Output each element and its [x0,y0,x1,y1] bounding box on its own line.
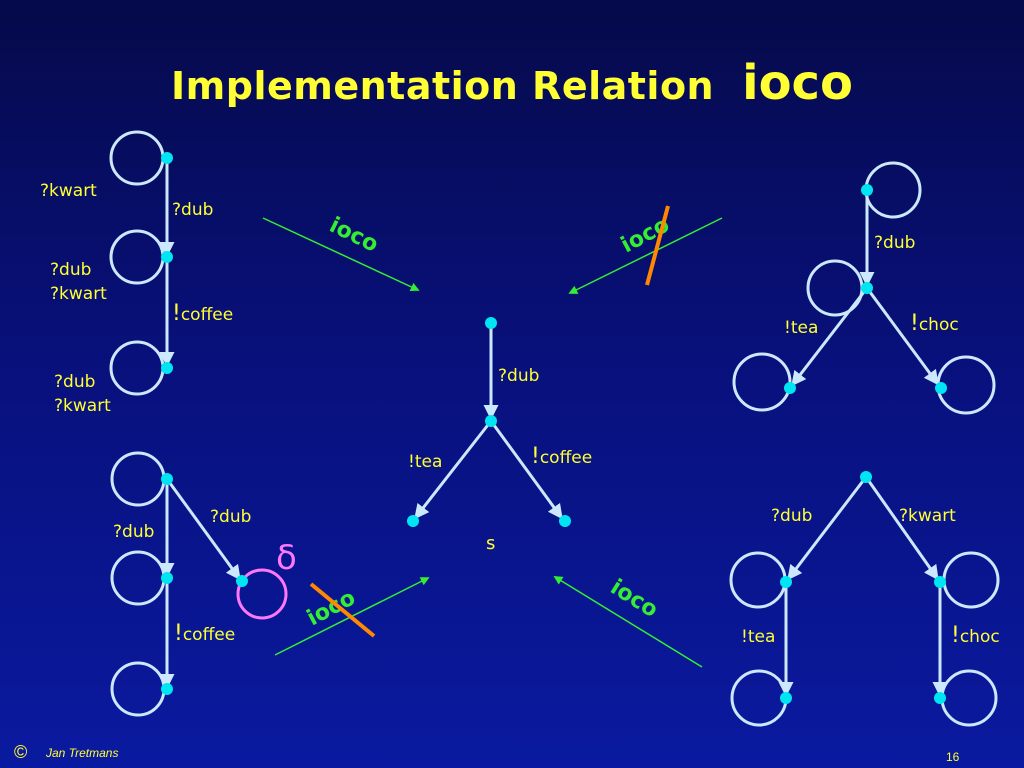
author-name: Jan Tretmans [46,746,119,760]
state [559,515,571,527]
state [161,572,173,584]
slide-number: 16 [946,750,960,764]
strike-through [645,205,670,286]
label-coffee: !coffee [531,444,592,469]
strike-through [309,582,376,638]
self-loop [109,340,165,396]
relation-arrow [568,217,723,294]
state [161,362,173,374]
relation-bottom-right: ioco [553,575,703,668]
relation-bottom-left: ioco [274,577,430,656]
label-dub: ?dub [113,522,154,542]
state [161,251,173,263]
specification-s: ?dub !tea !coffee s [407,317,592,554]
ioco-label: ioco [303,585,360,631]
process-bottom-left: ?dub ?dub !coffee δ [110,451,297,717]
transition-edge [791,287,869,387]
transition-edge [865,287,939,386]
label-kwart: ?kwart [40,181,97,201]
state [485,415,497,427]
state [407,515,419,527]
label-dub: ?dub [874,233,915,253]
state [934,692,946,704]
label-dub: ?dub [498,366,539,386]
label-dub: ?dub [771,506,812,526]
state [861,184,873,196]
self-loop [864,161,922,219]
state [860,471,872,483]
self-loop [940,669,998,727]
self-loop [936,355,996,415]
transition-edge [787,476,868,581]
label-tea: !tea [741,627,775,647]
state [161,473,173,485]
self-loop [110,661,166,717]
ioco-label: ioco [606,575,662,623]
relation-arrow [262,217,420,292]
title-relation: ioco [742,55,853,111]
process-top-left: ?kwart ?dub ?dub ?kwart !coffee ?dub ?kw… [40,130,233,416]
state [161,152,173,164]
label-choc: !choc [910,311,959,336]
relation-top-left: ioco [262,213,420,292]
state [485,317,497,329]
delta-loop [236,568,288,620]
transition-edge [864,476,939,581]
title-text: Implementation Relation [171,64,715,108]
label-tea: !tea [408,452,442,472]
label-dub: ?dub [54,372,95,392]
self-loop [730,669,788,727]
relation-arrow [553,576,703,668]
state [161,683,173,695]
label-kwart: ?kwart [899,506,956,526]
state [236,575,248,587]
label-coffee: !coffee [174,621,235,646]
transition-edge [414,420,493,520]
transition-edge [165,478,241,581]
self-loop [110,550,166,606]
label-kwart: ?kwart [54,396,111,416]
state [784,382,796,394]
self-loop [109,229,165,285]
slide-title: Implementation Relation ioco [0,55,1024,111]
label-coffee: !coffee [172,301,233,326]
label-delta: δ [276,538,297,578]
state [780,576,792,588]
state [935,382,947,394]
state [861,282,873,294]
self-loop [942,551,1000,609]
process-top-right: ?dub !tea !choc [732,161,996,415]
self-loop [109,130,165,186]
state [934,576,946,588]
label-tea: !tea [784,318,818,338]
process-bottom-right: ?dub ?kwart !tea !choc [729,471,1000,727]
relation-top-right: ioco [568,205,723,294]
label-s: s [486,533,495,554]
label-dub: ?dub [172,200,213,220]
transition-edge [489,420,563,520]
label-kwart: ?kwart [50,284,107,304]
self-loop [732,352,792,412]
self-loop [110,451,166,507]
self-loop [729,551,787,609]
label-choc: !choc [951,623,1000,648]
copyright-symbol: © [14,742,28,762]
state [780,692,792,704]
label-dub: ?dub [210,507,251,527]
label-dub: ?dub [50,260,91,280]
